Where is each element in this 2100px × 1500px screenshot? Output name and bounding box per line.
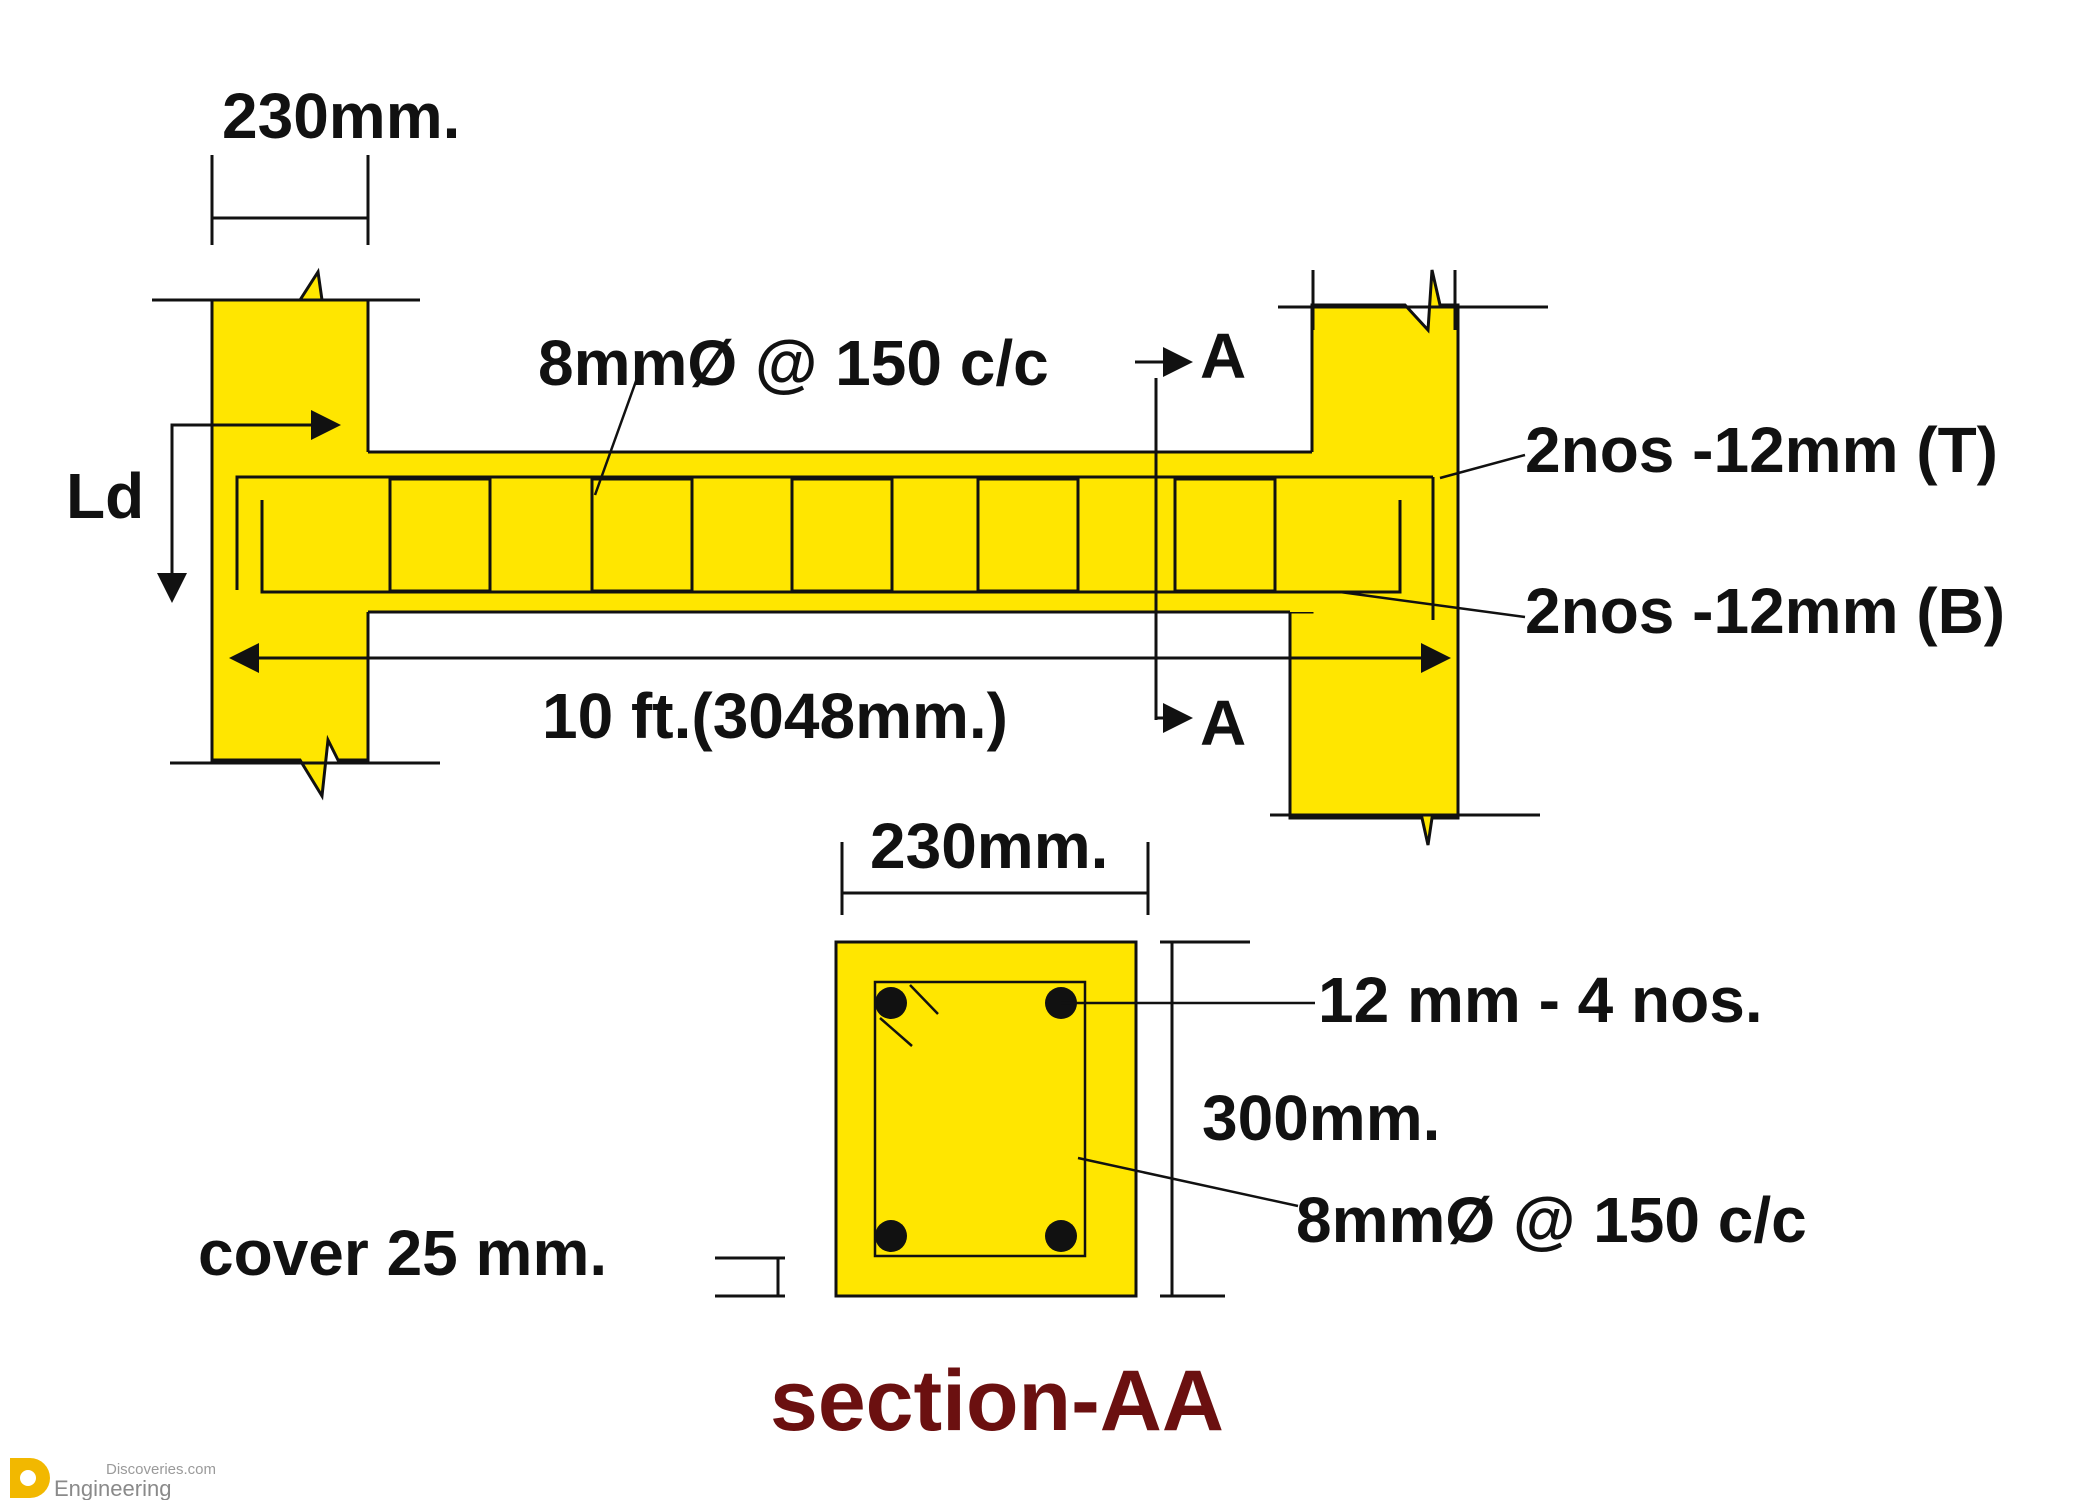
section-width-label: 230mm. <box>870 810 1108 882</box>
span-label: 10 ft.(3048mm.) <box>542 680 1008 752</box>
main-bar <box>875 1220 907 1252</box>
bottom-bar-label: 2nos -12mm (B) <box>1525 575 2005 647</box>
main-bar <box>875 987 907 1019</box>
stirrup-hook <box>879 1017 913 1047</box>
stirrup <box>1173 477 1277 593</box>
watermark-line1: Discoveries.com <box>106 1461 216 1478</box>
stirrup-label: 8mmØ @ 150 c/c <box>538 327 1049 399</box>
stirrup <box>790 477 894 593</box>
stirrup <box>590 477 694 593</box>
section-mark-bottom: A <box>1200 687 1246 759</box>
bottom-bar-leader <box>1339 590 1526 619</box>
section-title: section-AA <box>770 1353 1224 1449</box>
top-bar <box>235 475 1433 590</box>
cover-label: cover 25 mm. <box>198 1217 607 1289</box>
watermark: Discoveries.com Engineering <box>10 1458 216 1500</box>
top-bar-leader <box>1439 453 1526 480</box>
section-stirrup-leader <box>1077 1156 1299 1208</box>
column-width-label: 230mm. <box>222 80 460 152</box>
stirrup-hook <box>909 984 939 1015</box>
stirrup-leader <box>593 369 642 496</box>
left-column-joint-fill <box>214 452 368 612</box>
stirrups <box>388 477 1277 593</box>
stirrup <box>388 477 492 593</box>
section-mark-top: A <box>1200 320 1246 392</box>
beam-cross-section: 230mm. 300mm. 12 mm - 4 nos. 8mmØ @ 150 … <box>198 810 1807 1449</box>
section-depth-label: 300mm. <box>1202 1082 1440 1154</box>
main-bars-label: 12 mm - 4 nos. <box>1318 964 1763 1036</box>
main-bar <box>1045 1220 1077 1252</box>
watermark-logo-hole <box>20 1470 36 1486</box>
section-stirrup <box>873 980 1087 1258</box>
section-stirrup-label: 8mmØ @ 150 c/c <box>1296 1184 1807 1256</box>
top-bar-label: 2nos -12mm (T) <box>1525 414 1998 486</box>
watermark-line2: Engineering <box>54 1476 171 1500</box>
stirrup <box>976 477 1080 593</box>
development-length-label: Ld <box>66 460 144 532</box>
development-length-arrow <box>157 423 325 603</box>
beam-elevation: 230mm. Ld 8mmØ @ 150 c/c A A 10 ft.(3048… <box>66 80 2005 846</box>
